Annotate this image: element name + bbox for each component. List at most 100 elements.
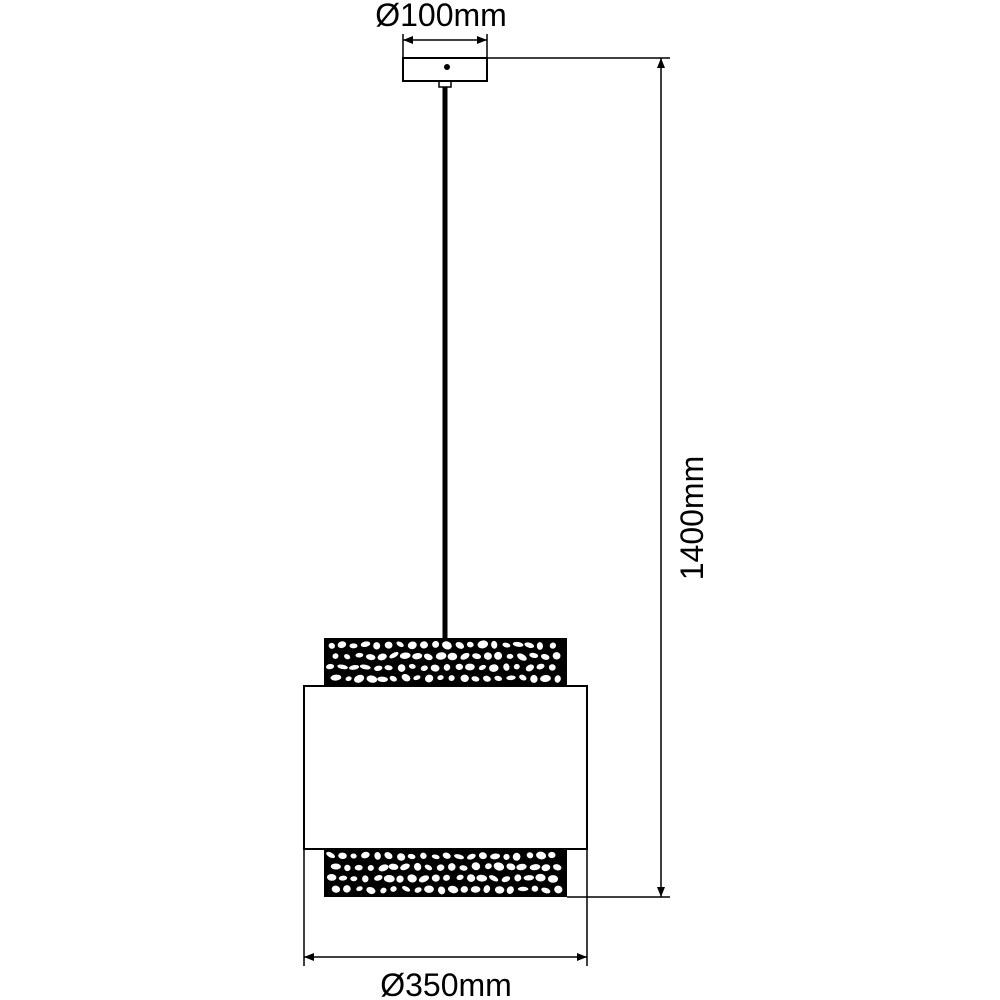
perforation-hole	[516, 863, 527, 871]
perforation-hole	[443, 874, 450, 881]
perforation-hole	[465, 663, 475, 671]
perforation-hole	[362, 875, 369, 883]
perforation-hole	[483, 652, 492, 660]
perforation-hole	[536, 642, 544, 650]
perforation-hole	[490, 853, 501, 860]
perforation-hole	[344, 864, 351, 872]
perforation-hole	[328, 642, 335, 649]
perforation-hole	[512, 641, 524, 647]
perforation-hole	[506, 886, 514, 894]
perforation-hole	[460, 652, 470, 660]
perforation-hole	[413, 862, 422, 871]
perforation-hole	[460, 886, 468, 893]
perforation-hole	[471, 862, 481, 871]
perforation-hole	[540, 653, 550, 660]
perforation-hole	[478, 664, 486, 671]
perforation-hole	[326, 663, 335, 670]
perforation-hole	[460, 674, 469, 683]
perforation-hole	[383, 874, 395, 883]
perforation-hole	[493, 862, 505, 871]
perforation-hole	[420, 665, 428, 671]
perforation-hole	[541, 887, 551, 894]
perforation-hole	[549, 642, 557, 649]
perforation-hole	[436, 864, 445, 871]
perforation-hole	[423, 653, 433, 661]
perforation-hole	[524, 642, 535, 649]
perforation-hole	[448, 863, 456, 871]
perforation-hole	[513, 663, 520, 670]
perforation-hole	[552, 652, 561, 660]
perforation-hole	[361, 851, 370, 859]
perforation-hole	[438, 886, 446, 895]
perforation-hole	[454, 854, 464, 860]
perforation-hole	[412, 653, 423, 660]
perforation-hole	[389, 652, 399, 659]
perforation-hole	[442, 852, 451, 859]
perforation-hole	[330, 674, 342, 681]
perforation-hole	[541, 864, 551, 872]
perforation-hole	[535, 873, 546, 882]
perforation-hole	[402, 885, 411, 892]
perforation-hole	[552, 864, 562, 871]
perforation-hole	[536, 851, 547, 860]
fabric-shade-band	[303, 685, 588, 850]
perforation-hole	[359, 664, 371, 670]
perforation-hole	[506, 653, 514, 659]
perforation-hole	[467, 874, 476, 882]
perforation-hole	[517, 886, 529, 892]
perforated-shade-bottom	[324, 849, 567, 897]
perforation-hole	[501, 876, 511, 883]
perforation-hole	[540, 674, 551, 683]
perforation-hole	[337, 664, 348, 670]
perforation-hole	[547, 875, 559, 883]
perforation-hole	[396, 875, 404, 883]
perforation-hole	[526, 852, 534, 859]
canopy	[402, 57, 488, 88]
perforation-hole	[489, 664, 499, 672]
perforation-hole	[367, 864, 374, 871]
perforation-hole	[494, 675, 503, 682]
perforation-hole	[529, 864, 541, 871]
shade-dimension: Ø350mm	[303, 849, 588, 1000]
perforation-hole	[377, 676, 388, 683]
perforation-hole	[506, 675, 516, 681]
perforation-hole	[349, 643, 358, 649]
perforation-hole	[390, 886, 397, 892]
perforation-hole	[366, 675, 378, 683]
canopy-dimension: Ø100mm	[375, 0, 507, 58]
perforation-hole	[476, 874, 488, 882]
perforation-hole	[355, 652, 364, 658]
perforation-hole	[397, 664, 406, 672]
perforation-hole	[407, 641, 417, 650]
perforation-pattern-bottom	[326, 851, 563, 895]
perforation-hole	[529, 652, 539, 658]
perforation-hole	[548, 664, 556, 671]
perforation-hole	[494, 886, 505, 894]
perforation-hole	[408, 663, 416, 669]
perforation-hole	[366, 886, 376, 895]
perforation-hole	[331, 885, 341, 893]
perforation-hole	[401, 674, 411, 682]
perforation-hole	[399, 652, 411, 659]
perforation-hole	[442, 641, 452, 650]
perforation-hole	[332, 653, 339, 659]
perforation-hole	[354, 864, 363, 871]
perforation-hole	[483, 675, 491, 682]
perforation-hole	[338, 875, 348, 881]
perforation-hole	[397, 853, 406, 861]
perforation-hole	[420, 641, 428, 649]
perforation-hole	[374, 875, 383, 881]
perforation-hole	[407, 853, 416, 860]
perforation-hole	[330, 863, 341, 870]
perforation-hole	[455, 663, 463, 671]
perforation-hole	[470, 886, 481, 893]
perforation-hole	[407, 874, 417, 883]
perforation-hole	[384, 852, 393, 860]
perforation-hole	[478, 852, 487, 860]
perforation-hole	[530, 674, 538, 683]
perforation-hole	[437, 675, 444, 681]
perforation-hole	[502, 642, 511, 648]
perforation-hole	[345, 676, 352, 682]
perforation-hole	[467, 853, 476, 860]
perforation-hole	[380, 887, 387, 894]
